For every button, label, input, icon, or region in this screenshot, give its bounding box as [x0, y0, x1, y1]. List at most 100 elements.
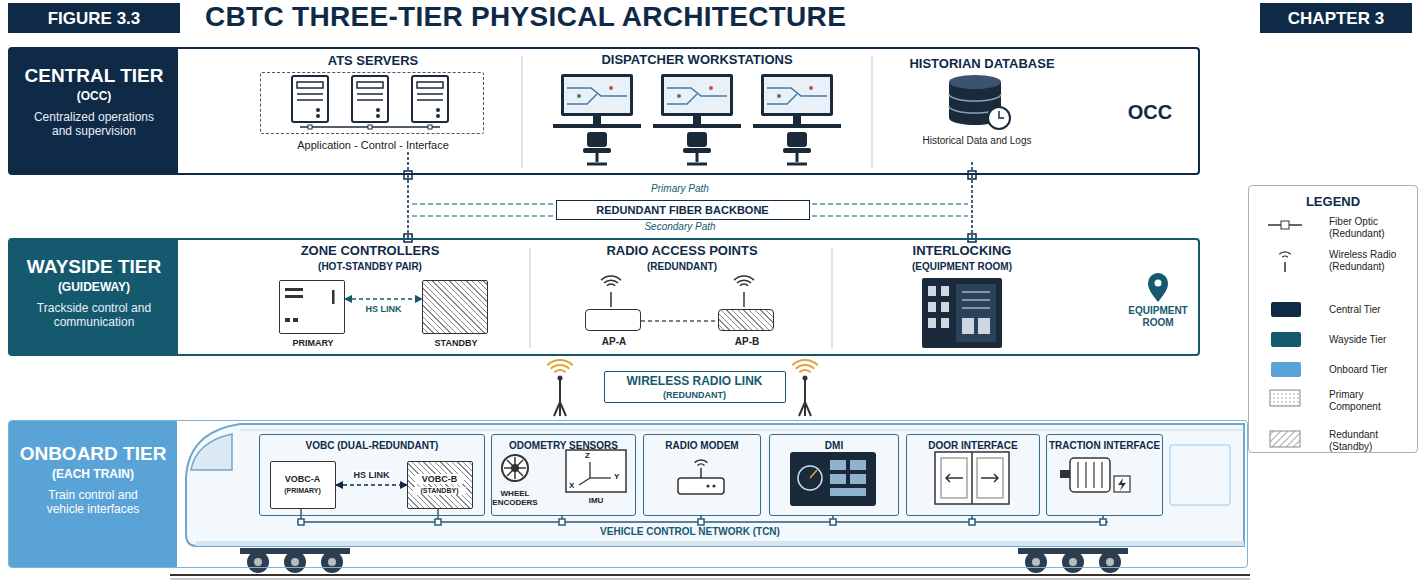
node-text: (GUIDEWAY) [10, 281, 178, 295]
label-text: (HOT-STANDBY PAIR) [270, 261, 470, 273]
node-text: Centralized operations and supervision [30, 111, 158, 139]
node-text: DOOR INTERFACE [907, 440, 1039, 452]
node-text: (OCC) [10, 90, 178, 104]
fiber-paths [412, 204, 968, 216]
legend-text: Central Tier [1329, 304, 1415, 316]
legend-swatch [1271, 302, 1301, 317]
legend-samples [1279, 252, 1290, 257]
radio-masts [558, 376, 563, 381]
node-text: VOBC (DUAL-REDUNDANT) [260, 440, 484, 452]
legend-samples [1281, 221, 1289, 229]
legend-swatch [1271, 362, 1301, 377]
legend-text: Fiber Optic (Redundant) [1329, 216, 1415, 239]
backbone-box: REDUNDANT FIBER BACKBONE [556, 200, 810, 220]
label-text: INTERLOCKING [872, 244, 1052, 259]
connector [407, 175, 409, 238]
server-group: ATS SERVERSApplication - Control - Inter… [260, 72, 484, 134]
connector [971, 175, 973, 238]
label-text: ZONE CONTROLLERS [270, 244, 470, 259]
label-text: WHEEL ENCODERS [488, 489, 542, 507]
node-text: CENTRAL TIER [10, 65, 178, 87]
legend-text: Primary Component [1329, 389, 1415, 412]
subsystem-box: TRACTION INTERFACE [1046, 434, 1163, 516]
node-text: Application - Control - Interface [241, 139, 505, 152]
legend-text: Wayside Tier [1329, 334, 1415, 346]
zone-controller: STANDBY [422, 280, 488, 334]
legend-samples [1270, 431, 1300, 447]
zone-controller: PRIMARY [279, 280, 345, 334]
vobc-unit: VOBC-B (STANDBY) [407, 461, 473, 509]
radio-masts [803, 376, 808, 381]
radio-masts [547, 360, 572, 372]
vobc-unit: VOBC-A (PRIMARY) [270, 461, 336, 509]
label-text: X [569, 481, 579, 490]
label-text: HISTORIAN DATABASE [902, 57, 1062, 72]
node-text: OCC [1110, 101, 1190, 124]
radio-masts [559, 378, 561, 416]
node-text: FIGURE 3.3 [8, 9, 180, 29]
legend-samples [1268, 221, 1302, 447]
radio-masts [804, 378, 806, 416]
tier-band: WAYSIDE TIER (GUIDEWAY) Trackside control … [8, 238, 1200, 356]
node-text: (STANDBY) [413, 487, 466, 495]
label-text: VEHICLE CONTROL NETWORK (TCN) [530, 526, 850, 538]
node-text: RADIO MODEM [644, 440, 760, 452]
legend-box: LEGEND Fiber Optic (Redundant) Wireless Ra… [1248, 185, 1418, 453]
label-text: Secondary Path [630, 221, 730, 233]
node-text: AP-A [576, 336, 652, 348]
label-text: Y [614, 472, 624, 481]
tier-band: ONBOARD TIER(EACH TRAIN)Train control an… [8, 420, 1248, 568]
node-text: LEGEND [1249, 195, 1417, 210]
legend-text: Wireless Radio (Redundant) [1329, 249, 1415, 272]
figure-title: CBTC THREE-TIER PHYSICAL ARCHITECTURE [205, 1, 1245, 33]
chapter-badge: CHAPTER 3 [1260, 3, 1412, 33]
edge-label: HS LINK [364, 304, 404, 314]
label-text: RADIO ACCESS POINTS [582, 244, 782, 259]
label-text: EQUIPMENT ROOM [1113, 305, 1203, 328]
label-text: Historical Data and Logs [922, 135, 1032, 147]
node-text: DMI [770, 440, 898, 452]
legend-text: Onboard Tier [1329, 364, 1415, 376]
legend-swatch [1271, 332, 1301, 347]
radio-link-box: WIRELESS RADIO LINK(REDUNDANT) [604, 371, 786, 403]
edge-label: HS LINK [352, 470, 392, 480]
node-text: TRACTION INTERFACE [1047, 440, 1162, 452]
node-text: STANDBY [413, 338, 499, 348]
node-text: (PRIMARY) [271, 487, 334, 495]
label-text: Z [585, 451, 595, 460]
node-text: CHAPTER 3 [1260, 9, 1412, 29]
node-text: VOBC-B [415, 474, 464, 484]
radio-masts [554, 402, 566, 416]
legend-samples [1284, 262, 1286, 272]
subsystem-box: DMI [769, 434, 899, 516]
node-text: VOBC-A [271, 474, 334, 484]
label-text: DISPATCHER WORKSTATIONS [597, 53, 797, 68]
fiber-ports [404, 171, 976, 242]
node-text: AP-B [709, 336, 785, 348]
label-text: (EQUIPMENT ROOM) [872, 261, 1052, 273]
label-text: IMU [566, 496, 626, 505]
radio-masts [547, 360, 817, 416]
node-text: Trackside control and communication [30, 302, 158, 330]
node-text: (REDUNDANT) [605, 390, 784, 400]
node-text: Train control and vehicle interfaces [29, 489, 157, 517]
node-text: WAYSIDE TIER [10, 256, 178, 278]
subsystem-box: DOOR INTERFACE [906, 434, 1040, 516]
train-wheels [170, 579, 1250, 580]
label-text: Primary Path [630, 183, 730, 195]
access-point: AP-A [585, 309, 641, 331]
legend-text: Redundant (Standby) [1329, 429, 1415, 452]
node-text: ODOMETRY SENSORS [492, 440, 635, 452]
figure-badge: FIGURE 3.3 [8, 3, 180, 33]
legend-samples [1270, 390, 1300, 406]
subsystem-box: RADIO MODEM [643, 434, 761, 516]
node-text: ATS SERVERS [251, 54, 495, 69]
radio-masts [792, 360, 817, 372]
label-text: (REDUNDANT) [582, 261, 782, 273]
node-text: (EACH TRAIN) [9, 468, 177, 482]
access-point: AP-B [718, 309, 774, 331]
node-text: REDUNDANT FIBER BACKBONE [557, 204, 808, 217]
node-text: WIRELESS RADIO LINK [605, 375, 784, 389]
node-text: PRIMARY [270, 338, 356, 348]
